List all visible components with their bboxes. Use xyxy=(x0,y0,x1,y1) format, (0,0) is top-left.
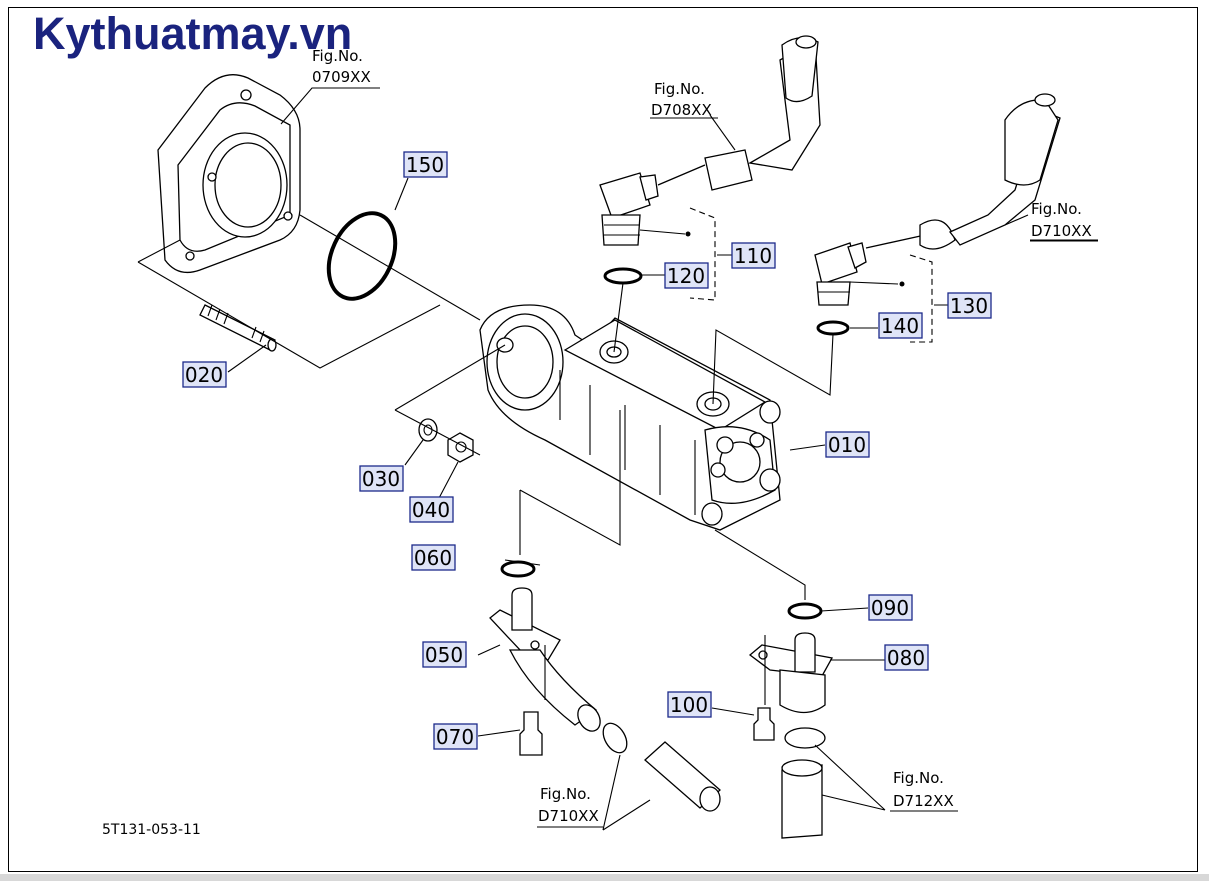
part-label-060: 060 xyxy=(411,544,456,571)
svg-text:0709XX: 0709XX xyxy=(312,68,371,86)
svg-text:080: 080 xyxy=(887,646,925,670)
svg-text:D710XX: D710XX xyxy=(538,807,599,825)
svg-text:090: 090 xyxy=(871,596,909,620)
part-label-090: 090 xyxy=(868,594,913,621)
svg-text:Fig.No.: Fig.No. xyxy=(312,47,363,65)
pipe-050 xyxy=(489,587,601,732)
part-label-110: 110 xyxy=(731,242,776,269)
o-ring-090 xyxy=(787,602,823,620)
fig-ref-d708: Fig.No. D708XX xyxy=(651,80,712,119)
part-label-030: 030 xyxy=(359,465,404,492)
part-label-140: 140 xyxy=(878,312,923,339)
svg-text:D710XX: D710XX xyxy=(1031,222,1092,240)
svg-text:070: 070 xyxy=(436,725,474,749)
part-label-040: 040 xyxy=(409,496,454,523)
svg-text:Fig.No.: Fig.No. xyxy=(1031,200,1082,218)
fig-ref-d712: Fig.No. D712XX xyxy=(893,769,954,810)
part-label-050: 050 xyxy=(422,641,467,668)
svg-text:040: 040 xyxy=(412,498,450,522)
part-label-150: 150 xyxy=(403,151,448,178)
clamp-d712 xyxy=(784,727,826,749)
svg-text:150: 150 xyxy=(406,153,444,177)
flange-part xyxy=(157,74,301,274)
svg-text:130: 130 xyxy=(950,294,988,318)
svg-text:030: 030 xyxy=(362,467,400,491)
brand-logo-text: Kythuatmay.vn xyxy=(33,8,353,59)
svg-text:D712XX: D712XX xyxy=(893,792,954,810)
bolt-100 xyxy=(753,707,775,741)
svg-text:120: 120 xyxy=(667,264,705,288)
stud-part xyxy=(199,304,277,352)
svg-text:Fig.No.: Fig.No. xyxy=(654,80,705,98)
part-label-070: 070 xyxy=(433,723,478,750)
pump-body xyxy=(479,304,781,531)
svg-text:Fig.No.: Fig.No. xyxy=(540,785,591,803)
elbow-110 xyxy=(599,172,659,285)
svg-text:100: 100 xyxy=(670,693,708,717)
fig-ref-d710-lower: Fig.No. D710XX xyxy=(538,785,599,825)
drawing-frame xyxy=(8,7,1198,872)
washer-030 xyxy=(418,418,438,442)
part-label-010: 010 xyxy=(825,431,870,458)
bottom-strip xyxy=(0,874,1209,881)
pipe-080 xyxy=(748,632,834,714)
nut-040 xyxy=(447,432,474,463)
fig-ref-0709: Fig.No. 0709XX xyxy=(312,47,371,86)
o-ring-150 xyxy=(326,211,398,301)
elbow-130 xyxy=(814,242,867,336)
svg-text:110: 110 xyxy=(734,244,772,268)
svg-text:140: 140 xyxy=(881,314,919,338)
svg-text:Fig.No.: Fig.No. xyxy=(893,769,944,787)
svg-text:010: 010 xyxy=(828,433,866,457)
drawing-code: 5T131-053-11 xyxy=(102,822,201,838)
fig-ref-d710-upper: Fig.No. D710XX xyxy=(1031,200,1092,240)
part-label-080: 080 xyxy=(884,644,929,671)
svg-text:060: 060 xyxy=(414,546,452,570)
clamp-d710 xyxy=(602,722,628,754)
bolt-070 xyxy=(519,711,543,756)
part-label-120: 120 xyxy=(664,262,709,289)
svg-text:D708XX: D708XX xyxy=(651,101,712,119)
part-label-130: 130 xyxy=(947,292,992,319)
o-ring-060 xyxy=(500,560,536,578)
part-label-100: 100 xyxy=(667,691,712,718)
part-label-020: 020 xyxy=(182,361,227,388)
svg-text:020: 020 xyxy=(185,363,223,387)
svg-text:050: 050 xyxy=(425,643,463,667)
